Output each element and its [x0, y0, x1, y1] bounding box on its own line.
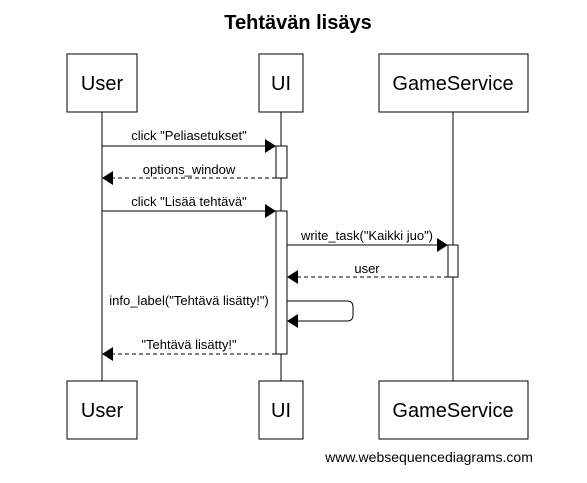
- message-label: "Tehtävä lisätty!": [141, 337, 237, 352]
- arrowhead-icon: [102, 347, 113, 361]
- message-label: click "Peliasetukset": [131, 128, 247, 143]
- actor-label: User: [81, 73, 124, 95]
- message-label: options_window: [143, 162, 236, 177]
- arrowhead-icon: [437, 238, 448, 252]
- actor-label: GameService: [392, 73, 513, 95]
- actor-label: UI: [271, 400, 291, 422]
- message-user-return: user: [287, 261, 448, 284]
- actor-ui-top: UI: [258, 53, 304, 113]
- actor-label: GameService: [392, 400, 513, 422]
- arrowhead-icon: [265, 139, 276, 153]
- message-click-lisaa-tehtava: click "Lisää tehtävä": [102, 194, 276, 218]
- actor-ui-bottom: UI: [258, 380, 304, 440]
- message-tehtava-lisatty: "Tehtävä lisätty!": [102, 337, 276, 361]
- message-label: click "Lisää tehtävä": [131, 194, 247, 209]
- arrowhead-icon: [265, 204, 276, 218]
- message-info-label-self: info_label("Tehtävä lisätty!"): [109, 293, 354, 328]
- arrowhead-icon: [287, 314, 298, 328]
- message-label: info_label("Tehtävä lisätty!"): [109, 293, 269, 308]
- activation-gameservice: [447, 244, 459, 278]
- actor-gameservice-top: GameService: [378, 53, 529, 113]
- actor-gameservice-bottom: GameService: [378, 380, 529, 440]
- activation-ui-1: [275, 145, 288, 179]
- actor-user-bottom: User: [66, 380, 138, 440]
- message-options-window: options_window: [102, 162, 276, 185]
- diagram-title: Tehtävän lisäys: [224, 12, 371, 34]
- message-click-peliasetukset: click "Peliasetukset": [102, 128, 276, 153]
- footer-link[interactable]: www.websequencediagrams.com: [324, 449, 533, 465]
- actor-user-top: User: [66, 53, 138, 113]
- arrowhead-icon: [102, 171, 113, 185]
- actor-label: UI: [271, 73, 291, 95]
- arrowhead-icon: [287, 270, 298, 284]
- message-write-task: write_task("Kaikki juo"): [287, 228, 448, 252]
- message-label: write_task("Kaikki juo"): [300, 228, 433, 243]
- activation-ui-2: [275, 210, 288, 355]
- actor-label: User: [81, 400, 124, 422]
- message-label: user: [354, 261, 380, 276]
